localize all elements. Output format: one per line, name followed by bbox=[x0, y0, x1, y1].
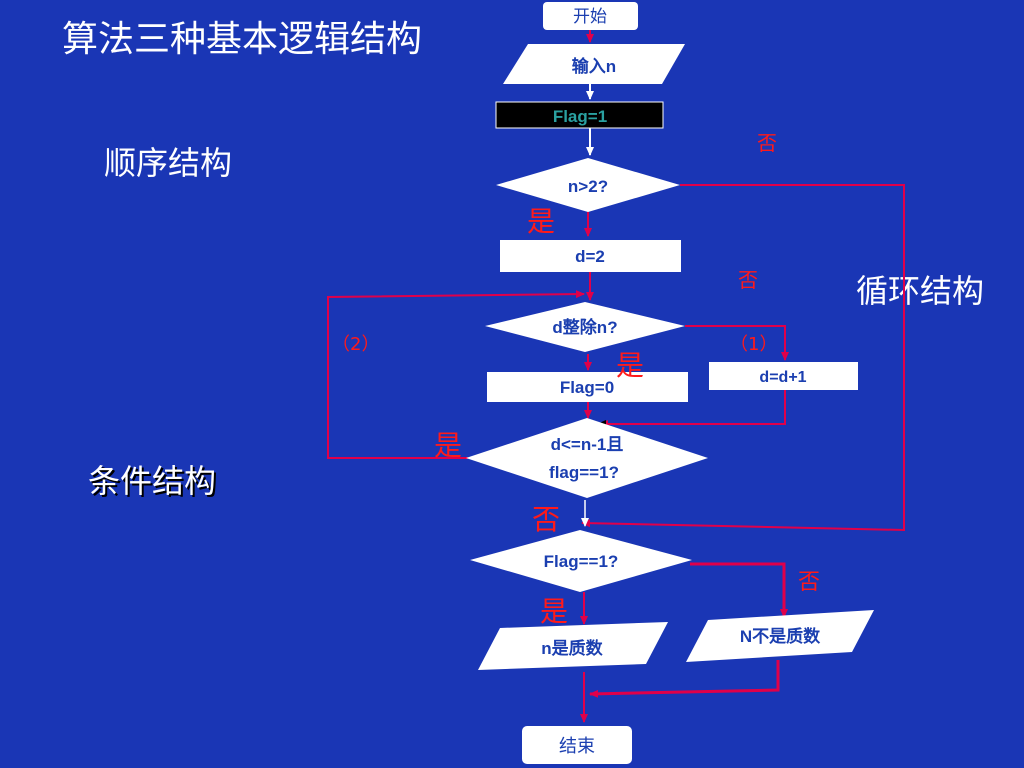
divides-text: d整除n? bbox=[552, 317, 617, 337]
node-divides: d整除n? bbox=[485, 302, 685, 352]
loop-cond-text-1: d<=n-1且 bbox=[551, 435, 624, 454]
label-no-flag-check: 否 bbox=[798, 570, 821, 595]
node-end: 结束 bbox=[522, 726, 632, 764]
label-yes-divides: 是 bbox=[616, 349, 645, 382]
edge-loop-back bbox=[327, 290, 585, 459]
end-text: 结束 bbox=[559, 736, 595, 756]
label-yes-flag-check: 是 bbox=[540, 595, 569, 628]
not-prime-text: N不是质数 bbox=[740, 626, 821, 646]
label-no-n-check: 否 bbox=[757, 131, 777, 155]
node-start: 开始 bbox=[543, 2, 638, 30]
prime-text: n是质数 bbox=[541, 638, 603, 658]
node-d-init: d=2 bbox=[500, 240, 681, 272]
loop-cond-text-2: flag==1? bbox=[549, 463, 619, 482]
edge-increment-loopcond bbox=[599, 390, 786, 428]
loop-structure-label: 循环结构 bbox=[856, 272, 985, 310]
increment-text: d=d+1 bbox=[759, 369, 806, 386]
connectors bbox=[327, 30, 905, 723]
flag-zero-text: Flag=0 bbox=[560, 378, 614, 397]
edge-flagcheck-notprime bbox=[690, 562, 788, 618]
node-check-n: n>2? bbox=[496, 158, 680, 212]
check-n-text: n>2? bbox=[568, 177, 608, 196]
label-no-loop: 否 bbox=[532, 503, 561, 536]
node-not-prime: N不是质数 bbox=[686, 610, 874, 662]
label-branch-2: （2） bbox=[332, 334, 380, 355]
label-yes-n-check: 是 bbox=[527, 205, 556, 238]
edge-notprime-merge bbox=[589, 660, 780, 698]
node-loop-cond: d<=n-1且 flag==1? bbox=[466, 418, 708, 498]
flag-check-text: Flag==1? bbox=[544, 552, 619, 571]
flag-init-text: Flag=1 bbox=[553, 107, 607, 126]
node-prime: n是质数 bbox=[478, 622, 668, 670]
edge-divides-increment bbox=[685, 325, 789, 361]
node-flag-check: Flag==1? bbox=[470, 530, 692, 592]
slide-title: 算法三种基本逻辑结构 bbox=[62, 19, 423, 60]
label-yes-loop: 是 bbox=[434, 429, 463, 462]
start-text: 开始 bbox=[573, 7, 607, 26]
node-input: 输入n bbox=[503, 44, 685, 84]
sequence-structure-label: 顺序结构 bbox=[104, 144, 233, 182]
d-init-text: d=2 bbox=[575, 247, 605, 266]
node-increment: d=d+1 bbox=[709, 362, 858, 390]
input-text: 输入n bbox=[572, 56, 616, 76]
node-flag-zero: Flag=0 bbox=[487, 372, 688, 402]
label-branch-1: （1） bbox=[730, 334, 778, 355]
condition-structure-label: 条件结构 bbox=[88, 462, 217, 500]
edge-n-not-greater bbox=[581, 184, 905, 532]
label-no-divides: 否 bbox=[738, 268, 758, 292]
node-flag-init: Flag=1 bbox=[495, 101, 664, 129]
